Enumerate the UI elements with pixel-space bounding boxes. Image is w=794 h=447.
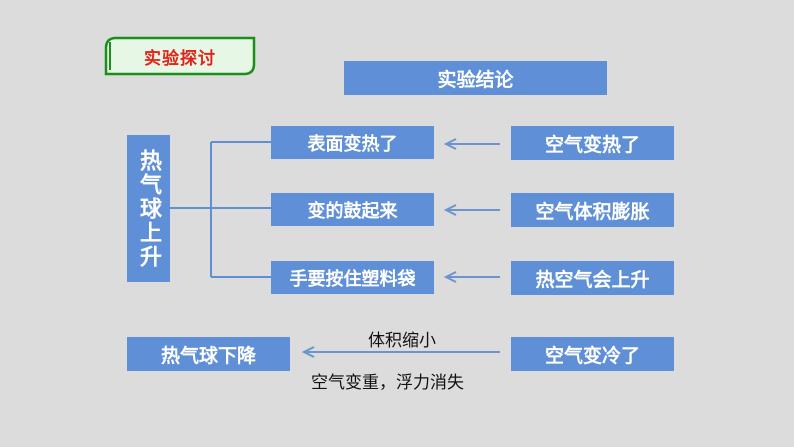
cause-box-1: 空气变热了 xyxy=(511,126,674,160)
conclusion-header: 实验结论 xyxy=(344,61,607,95)
effect-box-3: 手要按住塑料袋 xyxy=(271,261,434,294)
effect-box-1: 表面变热了 xyxy=(271,126,434,159)
cause-box-2: 空气体积膨胀 xyxy=(511,193,674,227)
section-tag: 实验探讨 xyxy=(104,36,256,76)
arrow-2 xyxy=(443,204,500,216)
note-top: 体积缩小 xyxy=(368,331,436,351)
effect-box-2: 变的鼓起来 xyxy=(271,193,434,226)
tag-shape-icon xyxy=(104,36,256,76)
subject-box: 热气球上升 xyxy=(127,135,170,282)
note-bottom: 空气变重，浮力消失 xyxy=(311,373,464,393)
section-tag-label: 实验探讨 xyxy=(144,48,216,69)
arrow-bottom xyxy=(301,346,500,358)
arrow-3 xyxy=(443,271,500,283)
bottom-cause-box: 空气变冷了 xyxy=(511,337,674,371)
cause-box-3: 热空气会上升 xyxy=(511,261,674,295)
result-box: 热气球下降 xyxy=(127,337,290,371)
arrow-1 xyxy=(443,138,500,150)
